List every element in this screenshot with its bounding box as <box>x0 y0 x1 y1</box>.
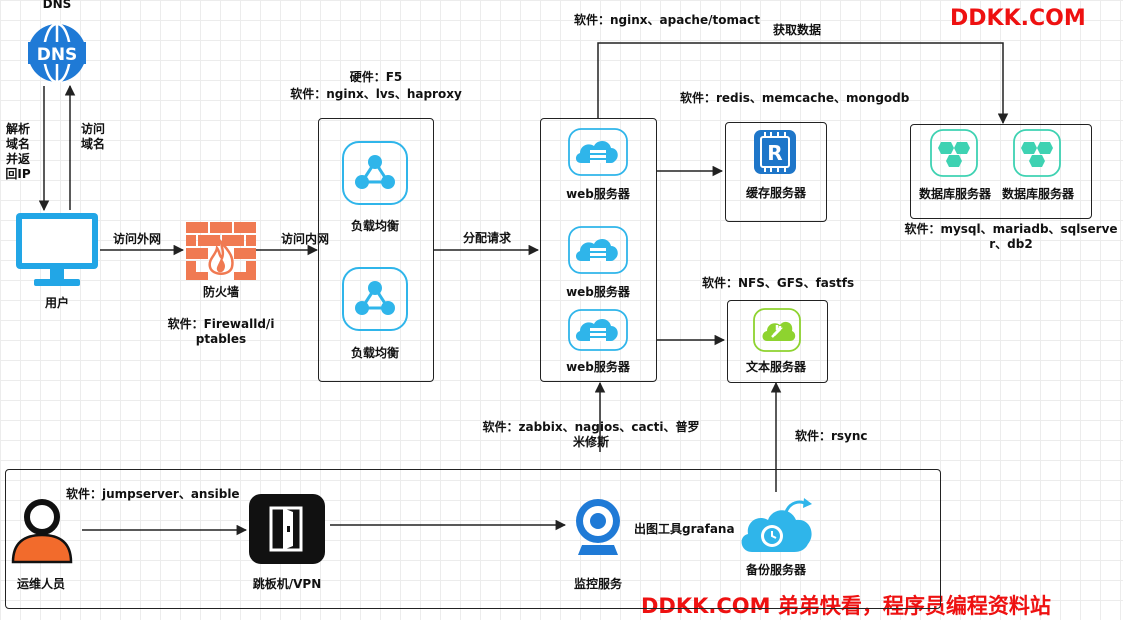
backup-cloud-icon <box>741 498 812 552</box>
lb-software: 软件：nginx、lvs、haproxy <box>290 87 462 101</box>
dns-label: DNS <box>42 0 72 11</box>
brand-top: DDKK.COM <box>950 6 1086 31</box>
firewall-label: 防火墙 <box>202 285 240 299</box>
monitor-software: 软件：zabbix、nagios、cacti、普罗米修斯 <box>482 420 700 449</box>
database-software: 软件：mysql、mariadb、sqlserver、db2 <box>904 222 1118 251</box>
cache-label: 缓存服务器 <box>745 186 807 200</box>
cache-box <box>725 122 827 222</box>
jump-label: 跳板机/VPN <box>252 577 322 591</box>
dns-resolve-label: 解析域名并返回IP <box>5 122 31 181</box>
load-balancer-icon <box>342 267 408 331</box>
monitor-icon <box>16 213 98 286</box>
load-balancer-icon <box>342 141 408 205</box>
firewall-software: 软件：Firewalld/iptables <box>167 317 275 346</box>
web-server-label: web服务器 <box>566 187 630 201</box>
jump-server-door-icon <box>249 494 325 564</box>
web-server-cloud-icon <box>568 226 628 274</box>
ops-area-box <box>5 469 941 609</box>
brand-bottom: DDKK.COM 弟弟快看，程序员编程资料站 <box>641 594 1051 618</box>
dns-visit-label: 访问域名 <box>80 122 105 151</box>
database-label: 数据库服务器 <box>1001 187 1075 201</box>
file-server-label: 文本服务器 <box>745 360 807 374</box>
lb-node-label: 负载均衡 <box>350 346 400 360</box>
user-label: 用户 <box>44 296 70 310</box>
fetch-data-label: 获取数据 <box>773 23 822 37</box>
web-to-db-arrow <box>597 42 1009 125</box>
file-server-box <box>727 300 828 383</box>
database-label: 数据库服务器 <box>918 187 992 201</box>
svg-text:DNS: DNS <box>37 45 78 65</box>
web-server-label: web服务器 <box>566 360 630 374</box>
person-icon <box>11 499 73 564</box>
dns-globe-icon: DNS <box>28 22 86 84</box>
file-server-icon <box>753 308 801 352</box>
cache-software: 软件：redis、memcache、mongodb <box>680 91 910 105</box>
web-group-box <box>540 118 657 382</box>
database-icon <box>1013 129 1061 177</box>
redis-icon: R <box>754 130 796 174</box>
lb-hardware: 硬件：F5 <box>349 70 403 84</box>
lb-node-label: 负载均衡 <box>350 219 400 233</box>
web-server-label: web服务器 <box>566 285 630 299</box>
monitor-label: 监控服务 <box>573 577 623 591</box>
lb-edge-label: 分配请求 <box>463 231 512 245</box>
database-icon <box>930 129 978 177</box>
backup-software: 软件：rsync <box>795 429 868 443</box>
file-software: 软件：NFS、GFS、fastfs <box>702 276 855 290</box>
ops-label: 运维人员 <box>16 577 66 591</box>
lb-group-box <box>318 118 434 382</box>
monitor-camera-icon <box>576 499 620 555</box>
web-server-cloud-icon <box>568 309 628 351</box>
user-edge-label: 访问外网 <box>113 232 162 246</box>
ops-software: 软件：jumpserver、ansible <box>66 487 240 501</box>
database-box <box>910 124 1092 219</box>
backup-label: 备份服务器 <box>745 563 807 577</box>
web-server-cloud-icon <box>568 128 628 176</box>
svg-text:R: R <box>767 141 782 165</box>
firewall-edge-label: 访问内网 <box>281 232 330 246</box>
firewall-icon <box>186 222 256 280</box>
web-software: 软件：nginx、apache/tomact <box>574 13 760 27</box>
grafana-label: 出图工具grafana <box>634 522 735 536</box>
